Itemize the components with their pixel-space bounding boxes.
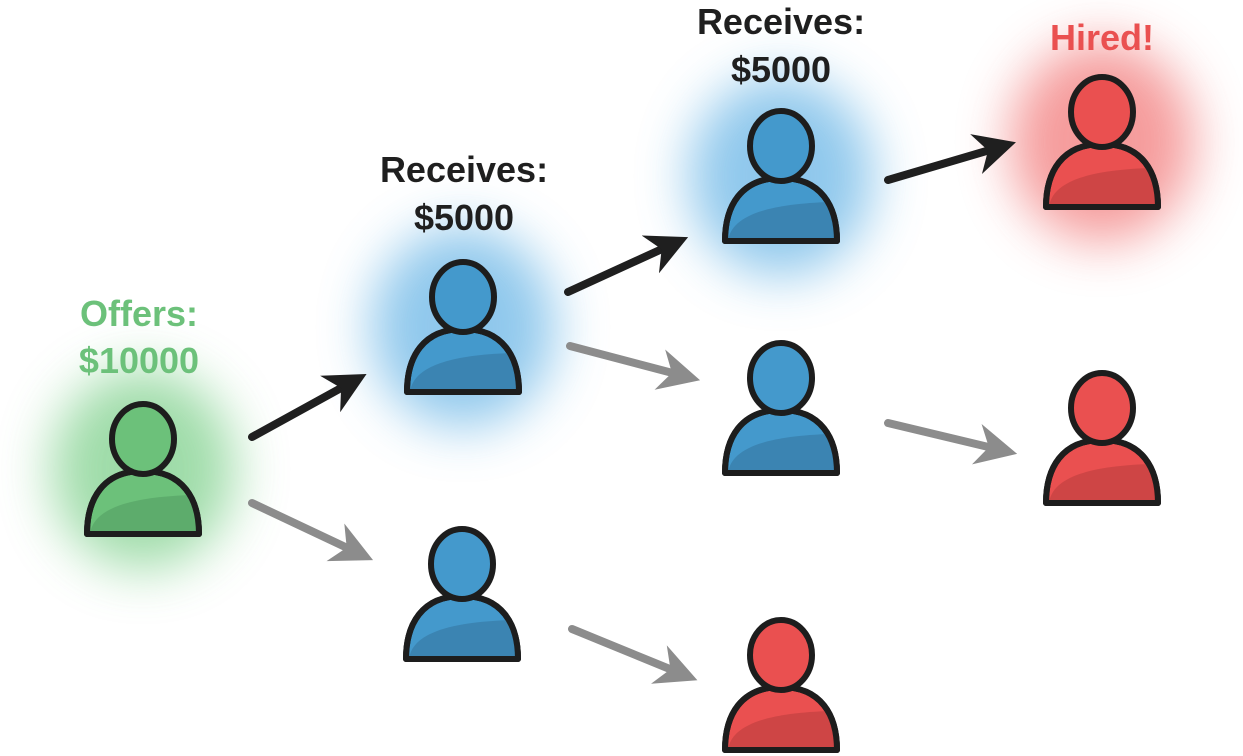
receive-label-2-line2: $5000 [731, 49, 831, 90]
arrow-p-l2-mid-to-p-l3-mid [884, 419, 1018, 465]
person-head [747, 617, 815, 693]
person-icon-p-l2-top [722, 108, 840, 244]
offer-label-line2: $10000 [79, 340, 199, 381]
person-body-shade [90, 495, 198, 534]
receive-label-2-line1: Receives: [697, 1, 865, 42]
hired-label-line1: Hired! [1050, 17, 1154, 58]
person-icon-p-l3-mid [1043, 370, 1161, 506]
arrow-p-offer-to-p-l1-top [248, 373, 367, 441]
person-head [1068, 74, 1136, 150]
arrow-p-l1-bottom-to-p-l2-bottom [568, 625, 698, 684]
person-body-shade [1049, 464, 1157, 503]
glow-layer [51, 42, 1194, 569]
receive-label-1-line1: Receives: [380, 149, 548, 190]
offer-label-line1: Offers: [80, 293, 198, 334]
person-body-shade [410, 353, 518, 392]
person-icon-p-l2-mid [722, 340, 840, 476]
receive-label-2: Receives: $5000 [697, 1, 865, 90]
arrow-layer [248, 134, 1018, 684]
person-icon-p-offer [84, 401, 202, 537]
hired-label: Hired! [1050, 17, 1154, 58]
person-body-shade [728, 711, 836, 750]
person-icon-p-l1-bottom [403, 526, 521, 662]
person-body-shade [728, 434, 836, 473]
arrow-p-l1-top-to-p-l2-mid [566, 342, 701, 390]
receive-label-1: Receives: $5000 [380, 149, 548, 238]
person-icon-p-l2-bottom [722, 617, 840, 753]
person-icon-p-l1-top [404, 259, 522, 395]
arrow-p-l1-top-to-p-l2-top [564, 235, 689, 296]
person-head [429, 259, 497, 335]
people-layer [84, 74, 1161, 753]
person-body-shade [1049, 168, 1157, 207]
person-head [428, 526, 496, 602]
arrow-p-l2-top-to-p-l3-top [884, 134, 1016, 184]
arrow-p-offer-to-p-l1-bottom [248, 499, 374, 562]
receive-label-1-line2: $5000 [414, 197, 514, 238]
offer-label: Offers: $10000 [79, 293, 199, 381]
person-head [109, 401, 177, 477]
person-head [747, 340, 815, 416]
person-head [747, 108, 815, 184]
person-body-shade [409, 620, 517, 659]
person-icon-p-l3-top [1043, 74, 1161, 210]
person-body-shade [728, 202, 836, 241]
person-head [1068, 370, 1136, 446]
